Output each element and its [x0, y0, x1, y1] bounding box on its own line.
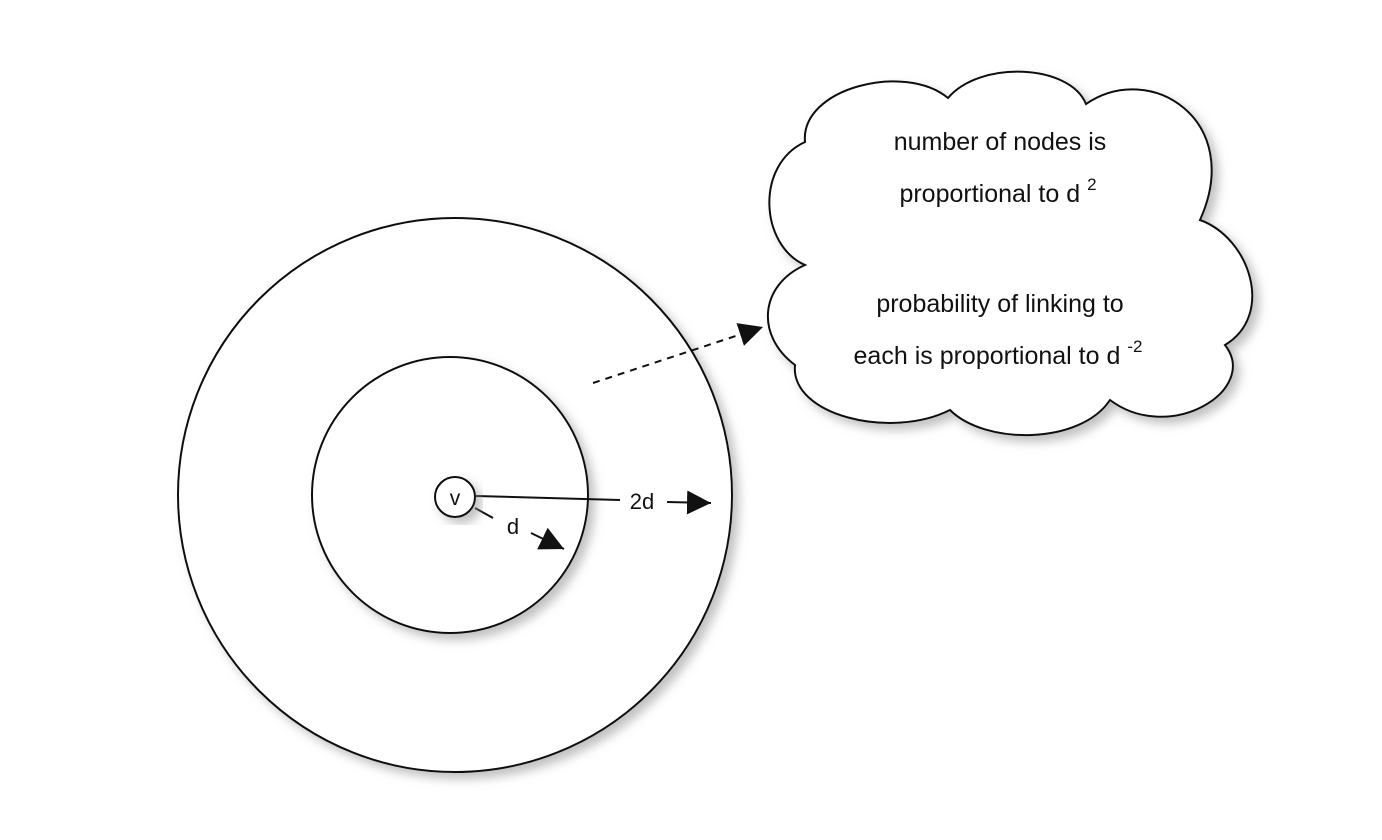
callout-line-4-text: each is proportional to d	[854, 342, 1121, 370]
node-v-circle	[434, 476, 476, 518]
outer-radius-label: 2d	[630, 489, 654, 514]
dashed-pointer-arrow	[592, 323, 764, 384]
callout-line-3: probability of linking to	[876, 290, 1123, 318]
callout-line-2-exponent: 2	[1087, 175, 1096, 194]
inner-radius-label: d	[507, 514, 519, 539]
node-v-label: v	[450, 487, 461, 510]
callout-line-1: number of nodes is	[894, 128, 1107, 156]
inner-radius-line	[474, 507, 494, 519]
callout-line-4-exponent: -2	[1127, 337, 1142, 356]
outer-radius-arrow	[666, 490, 712, 515]
callout-cloud	[766, 70, 1254, 437]
outer-radius-line	[475, 495, 621, 501]
callout-line-2-text: proportional to d	[899, 180, 1080, 208]
callout-line-4: each is proportional to d -2	[854, 337, 1143, 370]
callout-line-2: proportional to d 2	[899, 175, 1096, 208]
inner-radius-arrow	[530, 527, 565, 550]
